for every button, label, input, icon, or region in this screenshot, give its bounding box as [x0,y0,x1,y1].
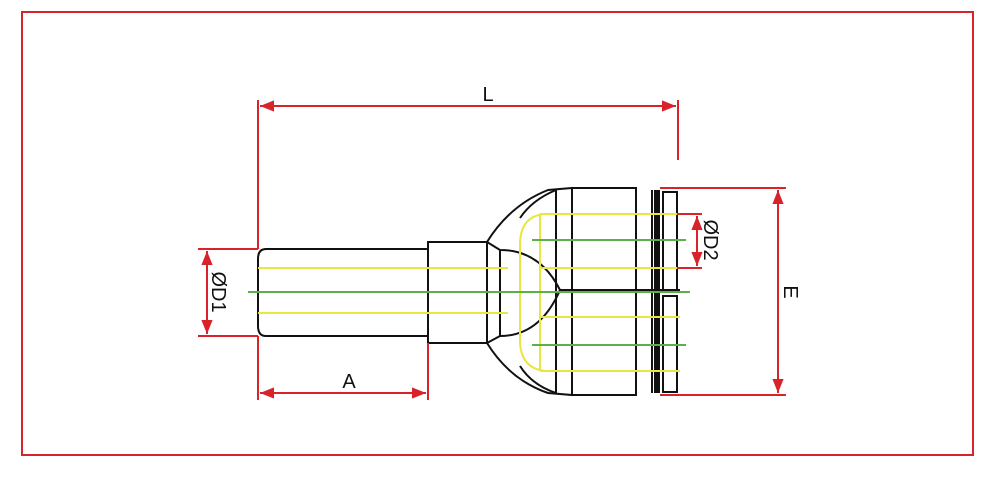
inner-passages [258,213,680,372]
dimension-l-label: L [482,84,493,106]
dimension-a-label: A [342,371,356,393]
dimensions: L ØD1 A ØD2 E [198,84,801,400]
centerlines [248,239,690,346]
dimension-d2-label: ØD2 [699,219,721,260]
dimension-e-label: E [779,285,801,298]
dimension-d1-label: ØD1 [207,271,229,312]
drawing-border [21,11,974,456]
